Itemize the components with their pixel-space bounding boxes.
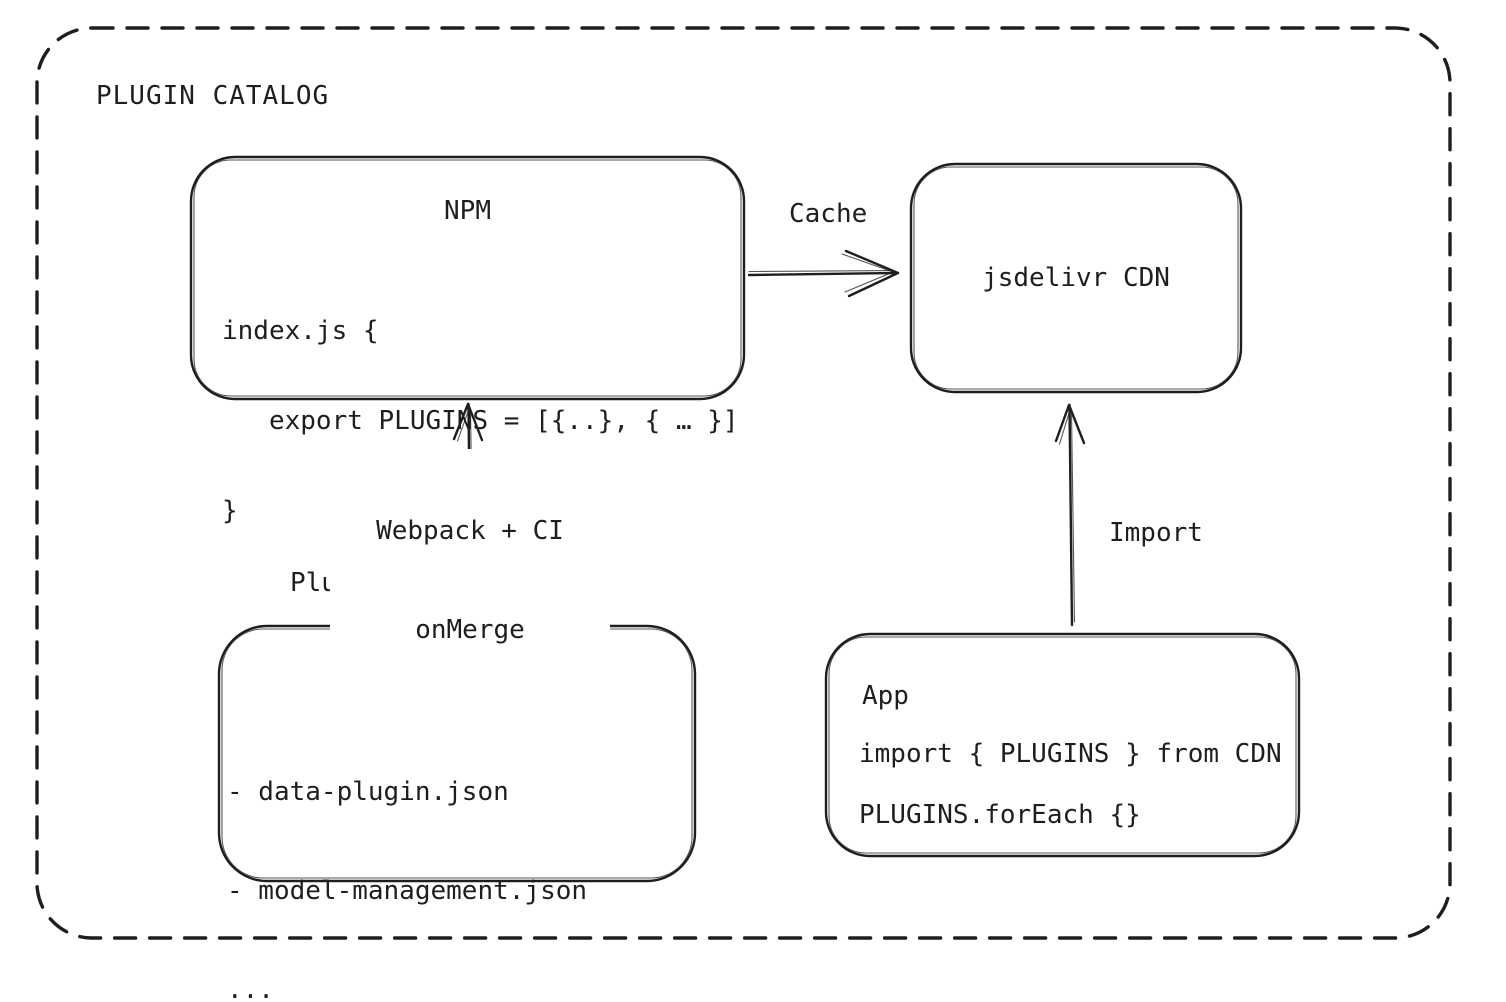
- cdn-node-label: jsdelivr CDN: [982, 263, 1170, 293]
- app-node-title: App: [862, 681, 909, 711]
- app-box-shape: [824, 632, 1301, 858]
- catalog-title: PLUGIN CATALOG: [96, 81, 330, 111]
- npm-code-line-3: }: [222, 496, 238, 526]
- cache-arrow: [747, 249, 900, 298]
- cdn-box-shape: [909, 162, 1243, 394]
- repo-file-item-3: ...: [227, 975, 274, 1002]
- npm-node-title: NPM: [444, 196, 491, 226]
- npm-code-line-1: index.js {: [222, 316, 379, 346]
- npm-code-line-2: export PLUGINS = [{..}, { … }]: [222, 406, 739, 436]
- import-arrow: [1054, 403, 1086, 627]
- repo-file-item-2: - model-management.json: [227, 876, 588, 906]
- repo-file-item-1: - data-plugin.json: [227, 777, 509, 807]
- npm-node-code: index.js { export PLUGINS = [{..}, { … }…: [222, 256, 739, 586]
- build-edge-label: Webpack + CI onMerge: [330, 449, 610, 713]
- build-edge-label-line-2: onMerge: [415, 615, 525, 645]
- repo-node-files: - data-plugin.json - model-management.js…: [227, 710, 587, 1002]
- app-code-line-1: import { PLUGINS } from CDN: [859, 739, 1282, 769]
- build-edge-label-line-1: Webpack + CI: [376, 516, 564, 546]
- cache-edge-label: Cache: [789, 199, 868, 229]
- app-code-line-2: PLUGINS.forEach {}: [859, 800, 1141, 830]
- catalog-boundary-shape: [35, 26, 1452, 940]
- npm-box-shape: [189, 155, 746, 401]
- import-edge-label: Import: [1109, 518, 1203, 548]
